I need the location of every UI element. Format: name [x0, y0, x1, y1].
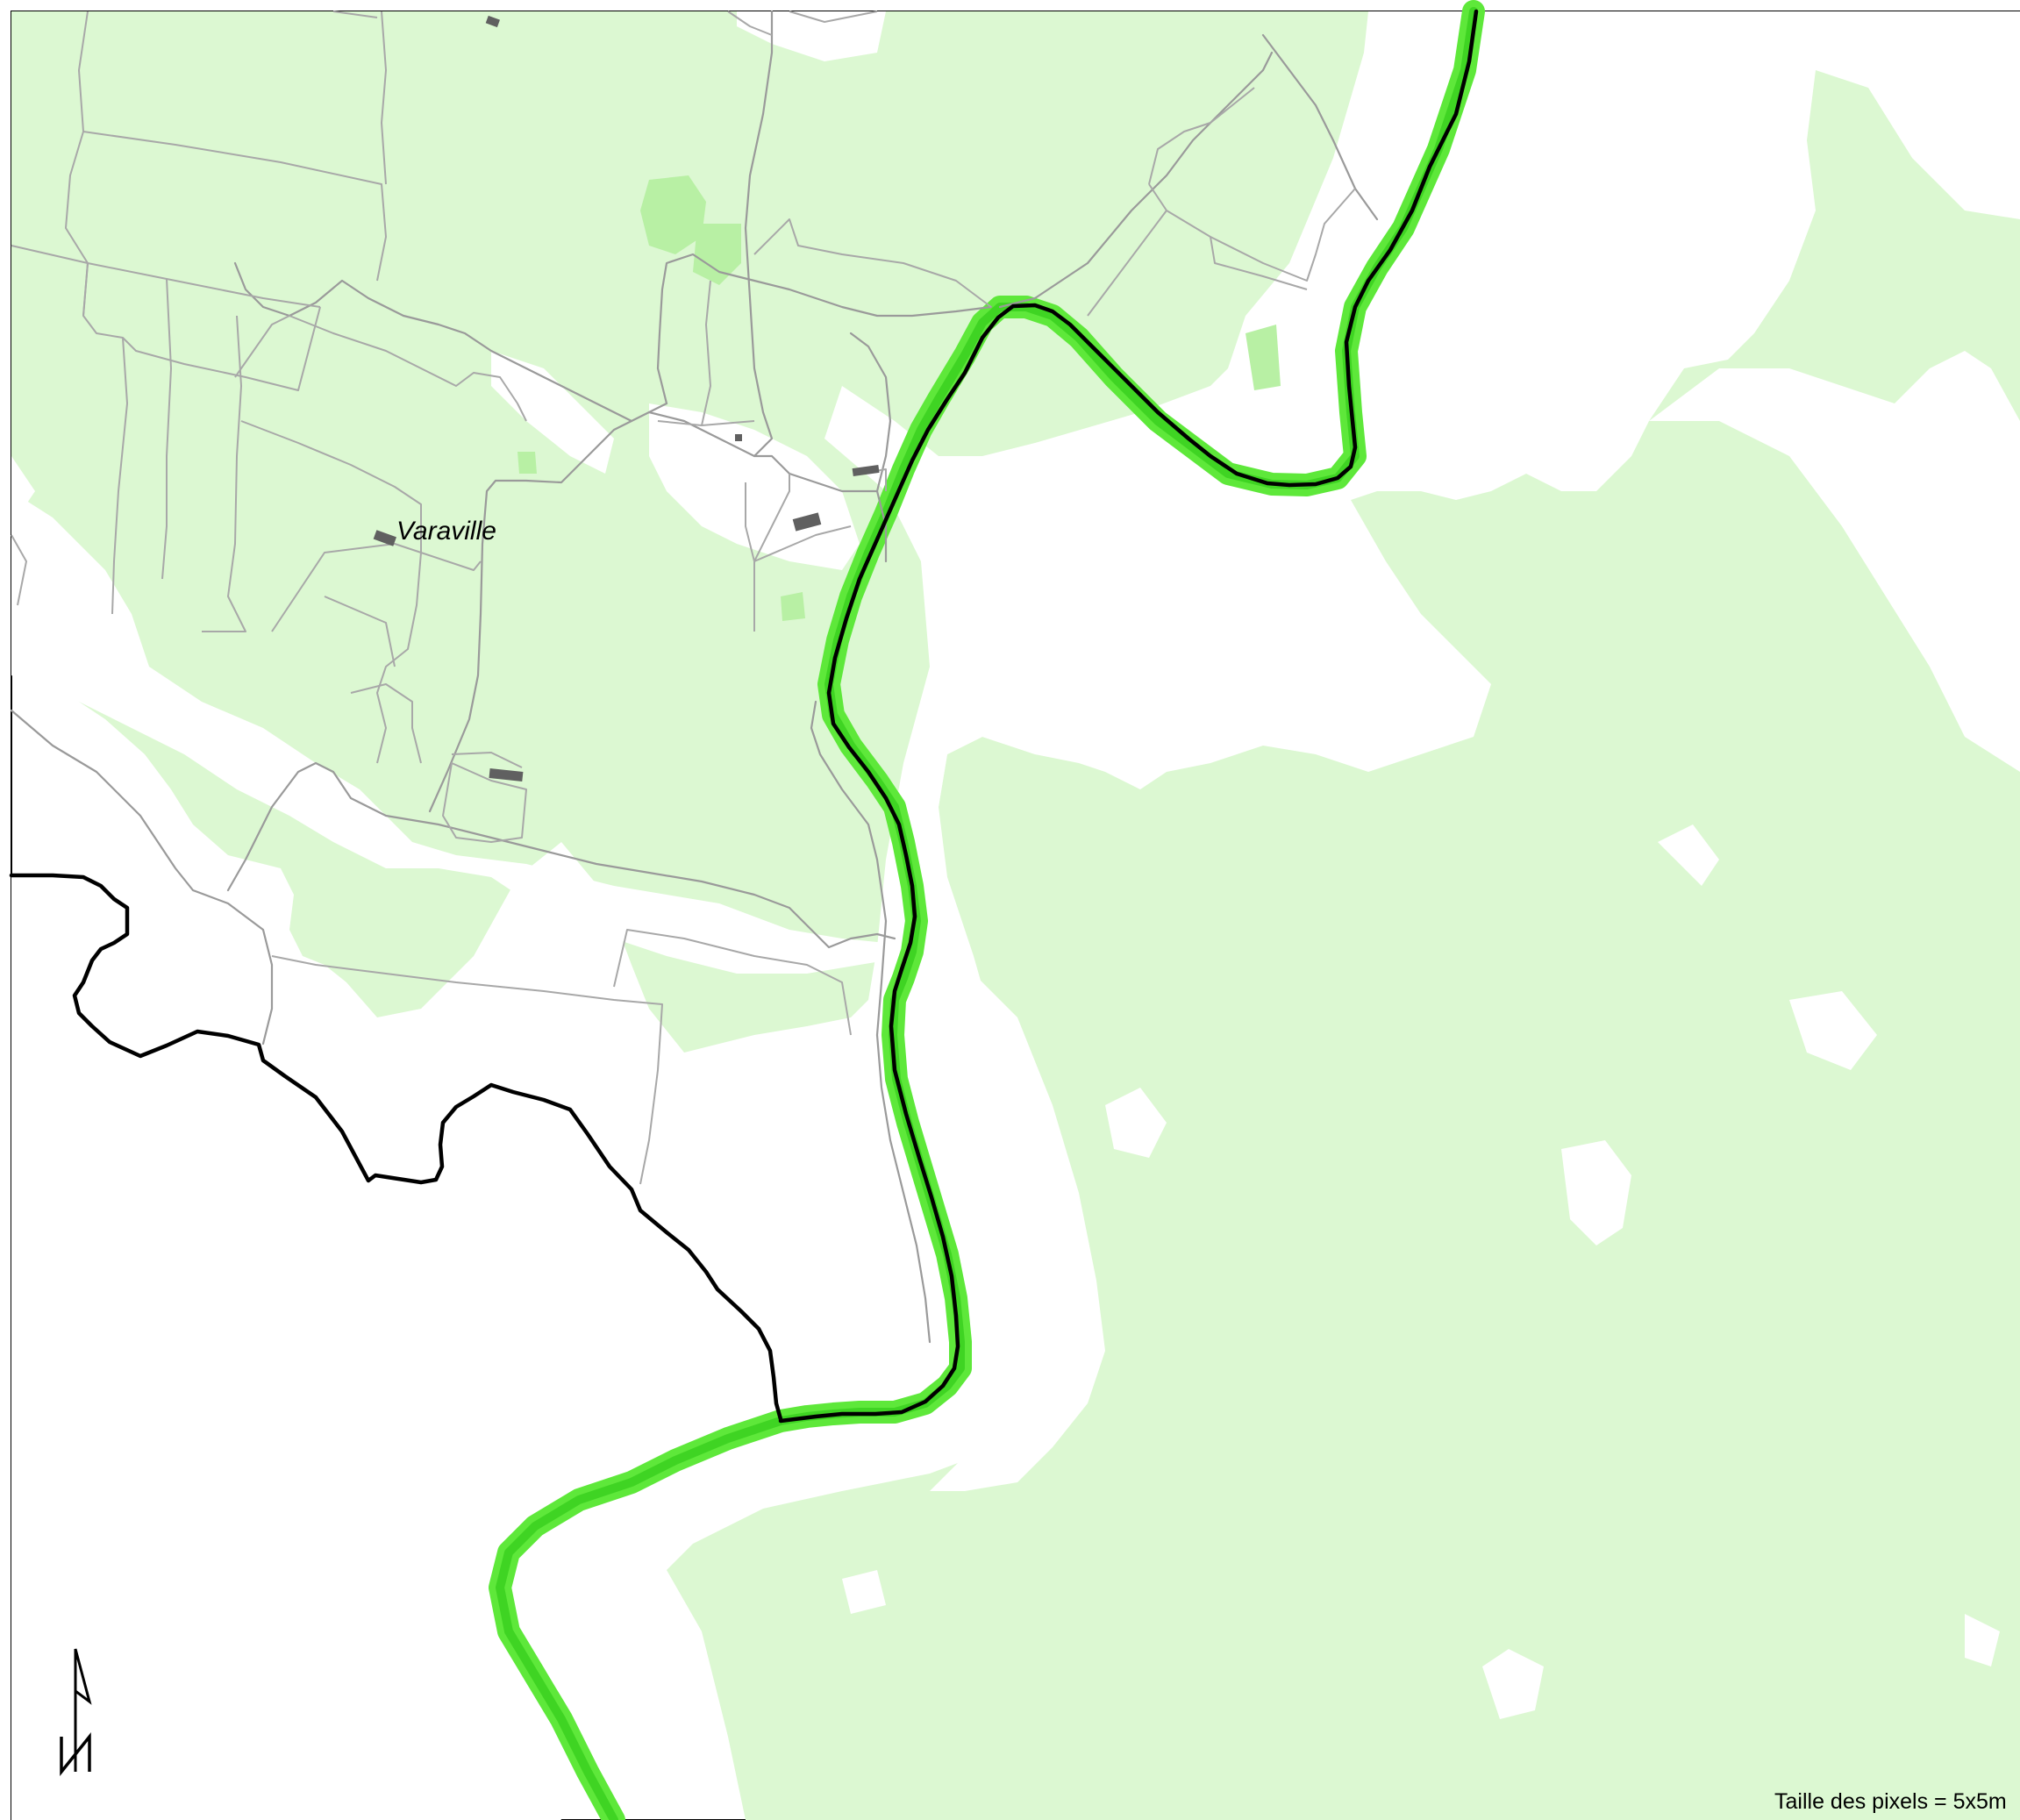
field-line-10 [381, 11, 387, 185]
field-line-17 [271, 955, 663, 1185]
place-label-varaville: Varaville [396, 517, 496, 546]
green-zone-southeast [667, 11, 2020, 1820]
building-3 [489, 768, 524, 782]
field-line-18 [613, 929, 852, 1036]
white-patch-east-upper [1649, 351, 2020, 772]
field-line-28 [442, 762, 527, 843]
field-line-7 [202, 315, 246, 632]
field-line-15 [324, 596, 396, 667]
medium-green-patch-2 [693, 224, 741, 285]
road-network [10, 10, 1379, 1344]
building-5 [852, 464, 880, 477]
road-northeast [998, 51, 1274, 309]
road-south-arc [226, 761, 896, 949]
field-line-19 [753, 474, 790, 632]
field-line-27 [1210, 236, 1308, 290]
field-line-25 [1148, 183, 1167, 211]
building-4 [792, 512, 822, 532]
building-1 [485, 15, 500, 28]
white-patch-small-3 [1789, 991, 1877, 1070]
field-line-5 [161, 278, 172, 580]
white-patch-river-bend [930, 965, 1105, 1491]
north-arrow-icon [60, 1648, 92, 1776]
field-line-20 [701, 280, 711, 426]
commune-boundary-west [9, 873, 783, 1422]
field-line-21 [753, 218, 992, 308]
field-line-14 [420, 552, 482, 571]
medium-green-patch-4 [781, 592, 805, 621]
white-patch-village [649, 403, 860, 570]
river-boundary-line [778, 9, 1479, 1424]
field-line-16 [350, 683, 422, 764]
road-north-village [233, 261, 633, 423]
road-main-west [10, 709, 274, 1046]
field-line-13 [271, 543, 422, 764]
building-6 [735, 434, 742, 441]
road-east-village [744, 10, 774, 458]
field-line-3 [11, 245, 321, 308]
white-patch-small-5 [1965, 1614, 2000, 1667]
road-village-loop [647, 410, 888, 563]
field-line-12 [11, 534, 27, 606]
white-patch-south-west [11, 877, 781, 1820]
field-line-22 [657, 420, 755, 426]
buildings [373, 15, 880, 782]
medium-green-patch-3 [1246, 325, 1281, 390]
field-line-26 [1148, 87, 1255, 185]
field-line-31 [727, 11, 773, 36]
white-patch-small-7 [1105, 1088, 1167, 1158]
road-center-north [428, 402, 668, 813]
white-patch-road-north [491, 351, 614, 474]
road-to-river [656, 253, 993, 405]
field-boundaries [11, 11, 1356, 1185]
white-patch-left-a [11, 456, 35, 526]
road-east-connector [849, 332, 892, 493]
white-patch-top [737, 11, 886, 61]
white-patch-small-1 [1561, 1140, 1631, 1245]
field-line-4 [82, 262, 321, 391]
field-line-24 [1087, 188, 1356, 317]
white-patch-small-4 [1658, 824, 1719, 886]
field-line-30 [789, 11, 878, 23]
building-2 [373, 530, 396, 546]
field-line-11 [332, 11, 378, 18]
pixel-size-note: Taille des pixels = 5x5m [1774, 1789, 2007, 1814]
field-line-9 [240, 420, 422, 553]
field-line-23 [745, 482, 852, 562]
road-northeast-2 [1261, 33, 1379, 221]
white-patch-fields-a [11, 491, 886, 974]
medium-green-patch-5 [517, 452, 537, 474]
field-line-6 [111, 337, 128, 615]
white-patch-east-large [1342, 11, 2020, 500]
medium-green-patch-1 [640, 175, 706, 254]
road-west-river-edge [810, 700, 931, 1344]
field-line-8 [234, 315, 527, 422]
field-line-2 [82, 131, 387, 282]
white-patch-small-2 [1482, 1649, 1544, 1719]
white-patch-east-center [930, 500, 1491, 807]
field-line-29 [451, 752, 523, 768]
white-patch-small-6 [842, 1570, 886, 1614]
